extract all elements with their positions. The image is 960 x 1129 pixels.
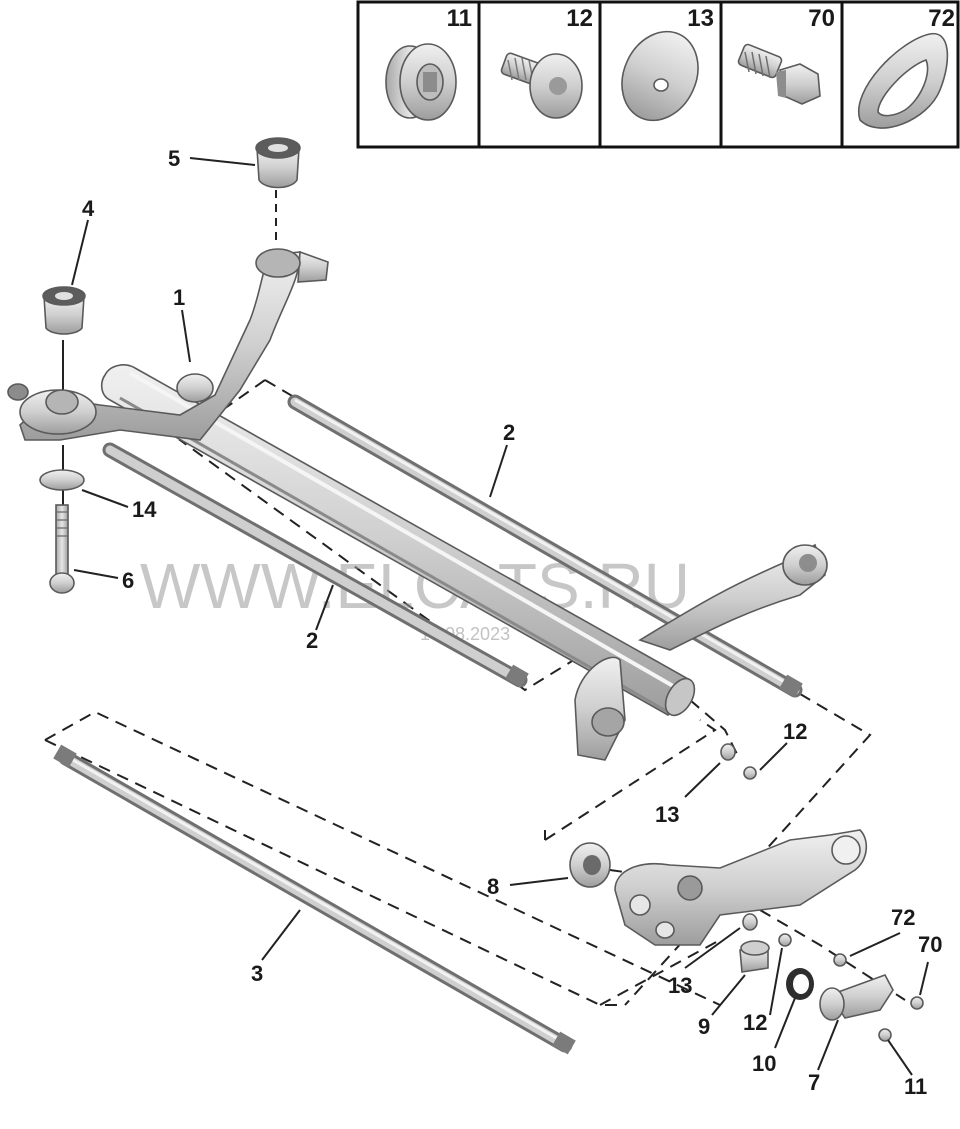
washer-13-lower	[742, 913, 758, 931]
callout-14: 14	[132, 497, 157, 522]
callout-13-upper: 13	[655, 802, 679, 827]
callout-72: 72	[891, 905, 915, 930]
plug-icon	[385, 43, 457, 121]
torx-bolt-icon	[500, 52, 583, 119]
bearing-9	[739, 940, 770, 973]
screw-12-upper	[743, 766, 757, 780]
callout-12-upper: 12	[783, 719, 807, 744]
plug-11	[878, 1028, 892, 1042]
callout-1: 1	[173, 285, 185, 310]
legend-number-72: 72	[928, 5, 955, 32]
legend-number-70: 70	[808, 5, 835, 32]
callout-12-lower: 12	[743, 1010, 767, 1035]
hub-carrier-assembly	[614, 829, 868, 946]
callout-8: 8	[487, 874, 499, 899]
bolt-6	[49, 504, 75, 594]
washer-icon	[621, 30, 699, 122]
rear-axle-beam	[7, 248, 828, 761]
legend-number-12: 12	[566, 5, 593, 32]
bolt-70	[910, 996, 924, 1010]
cone-washer-icon	[857, 32, 949, 129]
seal-10	[786, 968, 814, 1000]
callout-3: 3	[251, 961, 263, 986]
callout-10: 10	[752, 1051, 776, 1076]
callout-11: 11	[904, 1074, 927, 1099]
callout-13-lower: 13	[668, 973, 692, 998]
screw-12-lower	[778, 933, 792, 947]
washer-13-upper	[720, 743, 736, 761]
hex-bolt-icon	[737, 43, 821, 105]
stabilizer-bar-3	[53, 744, 576, 1055]
callout-9: 9	[698, 1014, 710, 1039]
cone-washer-72	[833, 953, 847, 967]
callout-2-lower: 2	[306, 628, 318, 653]
legend-number-11: 11	[447, 5, 472, 32]
leader-lines	[71, 157, 929, 1076]
torsion-bar-2-upper	[287, 394, 803, 698]
torsion-bar-2-lower	[102, 442, 529, 688]
callout-7: 7	[808, 1070, 820, 1095]
legend-number-13: 13	[687, 5, 714, 32]
callout-70: 70	[918, 932, 942, 957]
bearing-8	[569, 842, 611, 888]
bushing-5	[255, 137, 301, 189]
callout-labels: 1 2 2 3 4 5 6 7 8 9 10 11 12 12 13 13 14…	[82, 146, 942, 1099]
stub-axle-7	[819, 974, 894, 1021]
callout-5: 5	[168, 146, 180, 171]
bushing-4	[42, 286, 86, 335]
parts-legend-box: 11 12 13 70 72	[356, 0, 960, 149]
callout-2-upper: 2	[503, 420, 515, 445]
callout-6: 6	[122, 568, 134, 593]
washer-14	[39, 469, 85, 491]
callout-4: 4	[82, 196, 95, 221]
